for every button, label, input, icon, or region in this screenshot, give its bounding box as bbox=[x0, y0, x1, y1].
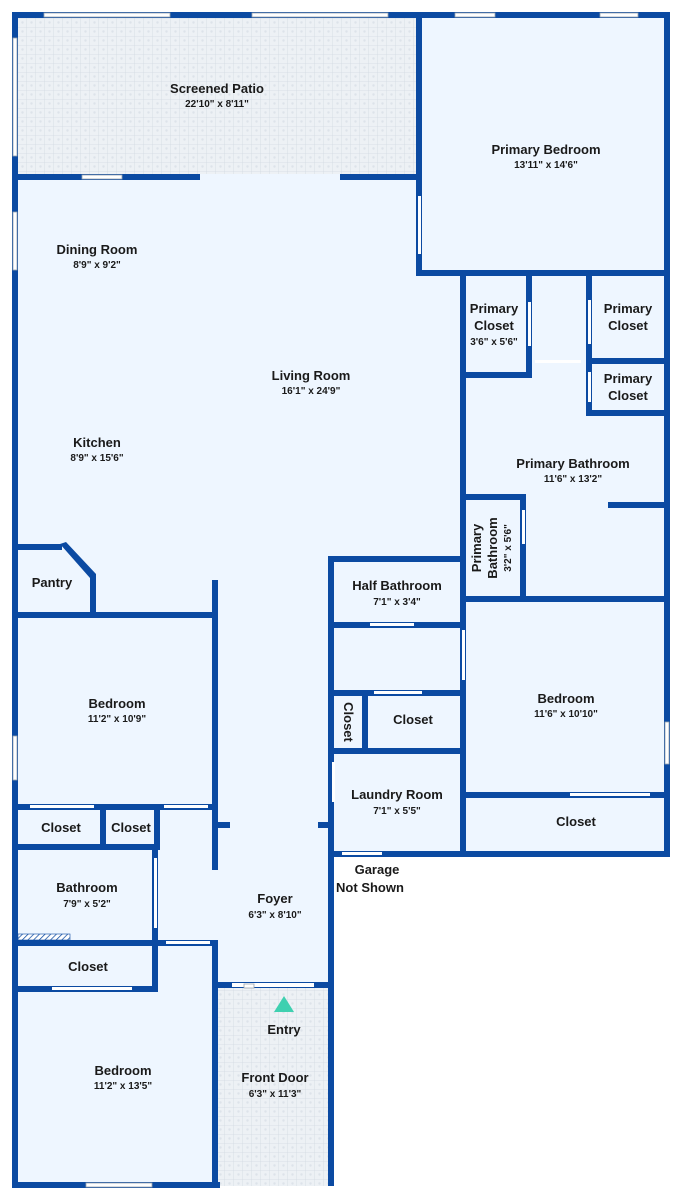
primary-bathroom-small-l1: Primary bbox=[469, 523, 484, 572]
primary-bathroom-name: Primary Bathroom bbox=[516, 456, 629, 471]
screened-patio-name: Screened Patio bbox=[170, 81, 264, 96]
garage-note-l2: Not Shown bbox=[336, 880, 404, 895]
closet-mid-name: Closet bbox=[393, 712, 433, 727]
primary-closet-left-l2: Closet bbox=[474, 318, 514, 333]
bathroom-name: Bathroom bbox=[56, 880, 117, 895]
primary-closet-right-bottom-l1: Primary bbox=[604, 371, 653, 386]
bedroom-bottom-name: Bedroom bbox=[94, 1063, 151, 1078]
windows bbox=[12, 12, 670, 1188]
floors bbox=[14, 14, 684, 1200]
primary-bedroom-name: Primary Bedroom bbox=[491, 142, 600, 157]
kitchen-name: Kitchen bbox=[73, 435, 121, 450]
primary-bedroom-dims: 13'11" x 14'6" bbox=[514, 160, 578, 171]
dining-room-name: Dining Room bbox=[57, 242, 138, 257]
bedroom-left-top-dims: 11'2" x 10'9" bbox=[88, 714, 146, 725]
stair-hatch bbox=[17, 933, 71, 941]
living-room-dims: 16'1" x 24'9" bbox=[282, 386, 341, 397]
primary-closet-left-l1: Primary bbox=[470, 301, 519, 316]
closet-vertical-name: Closet bbox=[341, 702, 356, 742]
laundry-room-dims: 7'1" x 5'5" bbox=[373, 806, 421, 817]
bedroom-right-name: Bedroom bbox=[537, 691, 594, 706]
primary-bathroom-small-l2: Bathroom bbox=[485, 517, 500, 578]
laundry-room-name: Laundry Room bbox=[351, 787, 443, 802]
closet-vertical-label: Closet bbox=[341, 702, 356, 742]
foyer-dims: 6'3" x 8'10" bbox=[248, 910, 301, 921]
garage-note-l1: Garage bbox=[355, 862, 400, 877]
bedroom-right-dims: 11'6" x 10'10" bbox=[534, 709, 598, 720]
closet-left-lower-name: Closet bbox=[68, 959, 108, 974]
half-bathroom-dims: 7'1" x 3'4" bbox=[373, 597, 421, 608]
closet-left-a-name: Closet bbox=[41, 820, 81, 835]
kitchen-dims: 8'9" x 15'6" bbox=[70, 453, 123, 464]
primary-closet-right-top-l2: Closet bbox=[608, 318, 648, 333]
bathroom-dims: 7'9" x 5'2" bbox=[63, 899, 111, 910]
primary-bathroom-dims: 11'6" x 13'2" bbox=[544, 474, 602, 485]
entry-name: Entry bbox=[267, 1022, 301, 1037]
room-labels: Screened Patio 22'10" x 8'11" Primary Be… bbox=[32, 81, 653, 1100]
closet-right-name: Closet bbox=[556, 814, 596, 829]
front-door-name: Front Door bbox=[241, 1070, 308, 1085]
primary-closet-right-top-l1: Primary bbox=[604, 301, 653, 316]
dining-room-dims: 8'9" x 9'2" bbox=[73, 260, 121, 271]
bedroom-bottom-dims: 11'2" x 13'5" bbox=[94, 1081, 152, 1092]
primary-closet-right-bottom-l2: Closet bbox=[608, 388, 648, 403]
openings bbox=[30, 174, 650, 990]
entry-arrow-icon bbox=[274, 996, 294, 1012]
closet-left-b-name: Closet bbox=[111, 820, 151, 835]
primary-closet-left-dims: 3'6" x 5'6" bbox=[470, 337, 518, 348]
primary-bathroom-small-label: Primary Bathroom 3'2" x 5'6" bbox=[469, 517, 514, 578]
foyer-name: Foyer bbox=[257, 891, 292, 906]
primary-bathroom-small-dims: 3'2" x 5'6" bbox=[503, 524, 514, 572]
pantry-name: Pantry bbox=[32, 575, 73, 590]
front-door-dims: 6'3" x 11'3" bbox=[249, 1089, 302, 1100]
half-bathroom-name: Half Bathroom bbox=[352, 578, 442, 593]
living-room-name: Living Room bbox=[272, 368, 351, 383]
bedroom-left-top-name: Bedroom bbox=[88, 696, 145, 711]
screened-patio-dims: 22'10" x 8'11" bbox=[185, 99, 249, 110]
